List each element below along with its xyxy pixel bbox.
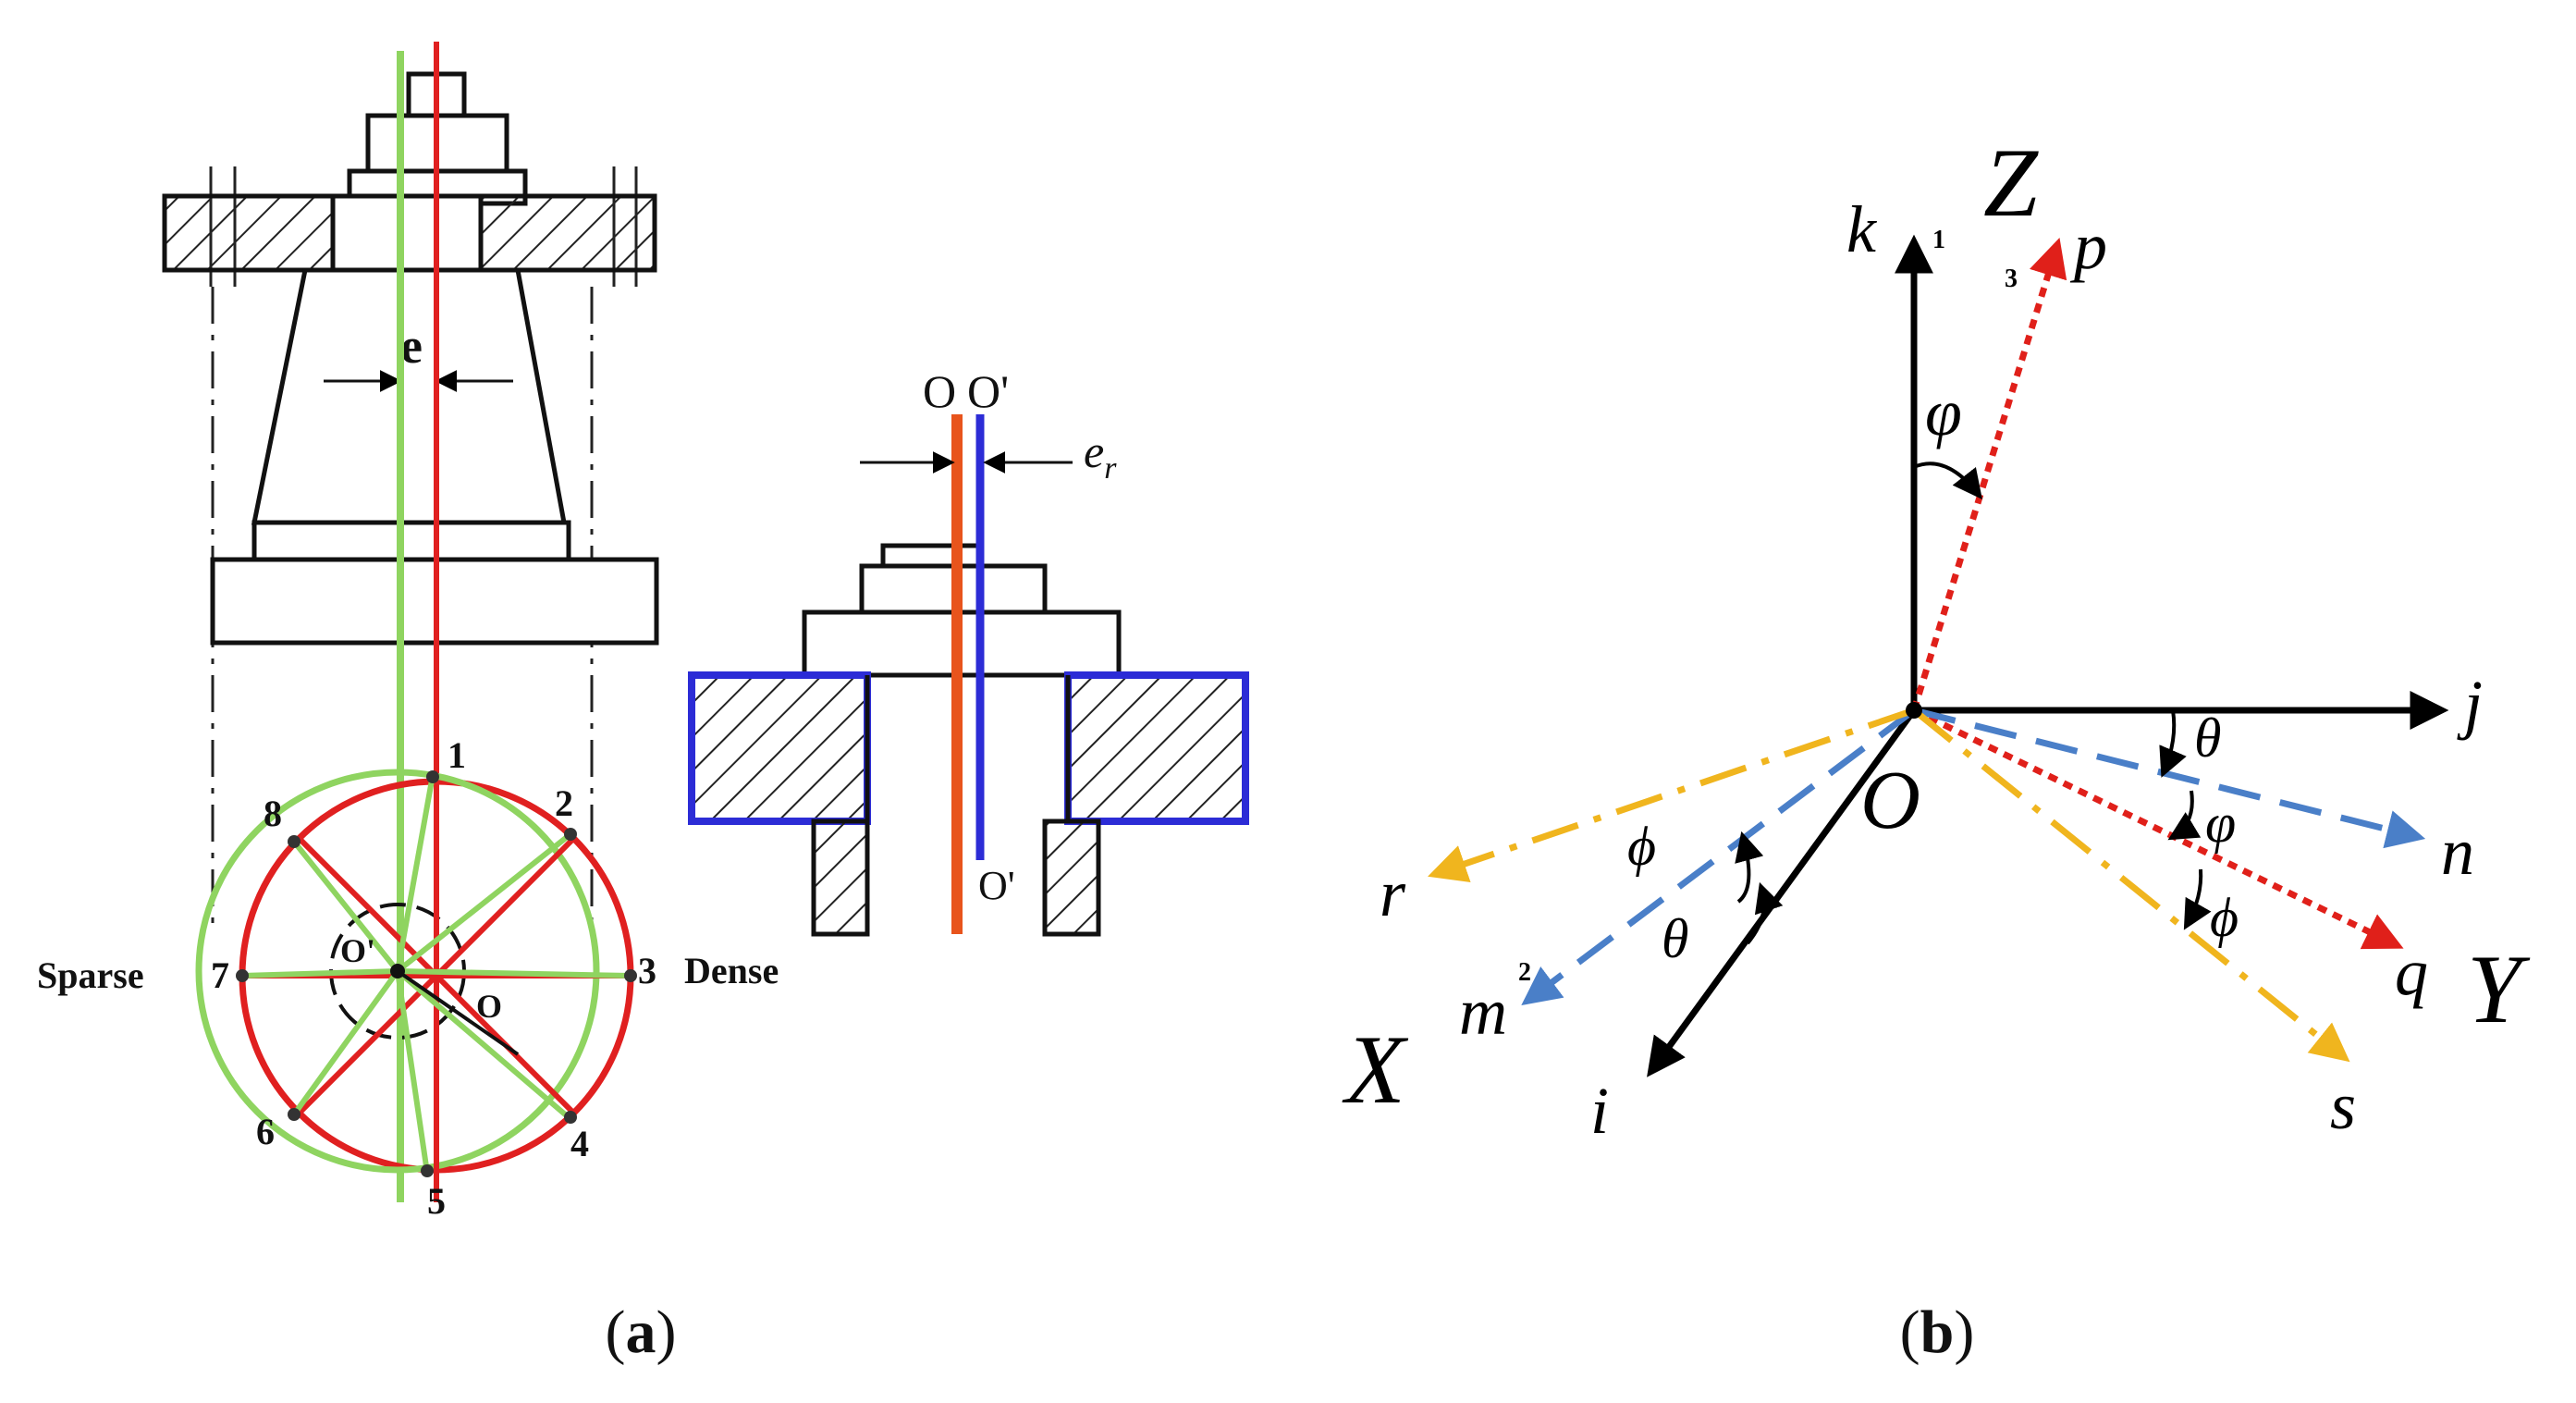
k-label: k (1846, 192, 1878, 266)
axis-o-prime-low-label: O' (978, 863, 1015, 908)
eccentricity-label: e (400, 318, 423, 374)
idx1-label: 1 (1932, 226, 1945, 254)
y-label: Y (2467, 935, 2531, 1043)
s-label: s (2330, 1069, 2356, 1143)
s-axis (1911, 708, 2350, 1063)
center-offset-line (396, 969, 520, 1056)
caption-b: (b) (1900, 1298, 1975, 1366)
theta-right-label: θ (2194, 708, 2221, 769)
o-label: O (1860, 755, 1920, 846)
j-label: j (2457, 667, 2483, 741)
r-label: r (1380, 856, 1406, 930)
point-2: 2 (555, 782, 573, 824)
point-1: 1 (448, 734, 466, 776)
axis-o-prime-label: O' (967, 365, 1009, 417)
green-spokes (241, 774, 632, 1174)
origin-dot (1906, 702, 1922, 719)
red-frame (1910, 237, 2404, 950)
r-axis (1428, 707, 1916, 883)
x-label: X (1342, 1015, 1409, 1124)
theta-left-label: θ (1662, 908, 1688, 969)
er-label: er (1084, 425, 1117, 486)
panel-a: e (37, 42, 1249, 1366)
phi-right-label: ϕ (2210, 887, 2239, 948)
q-label: q (2395, 935, 2428, 1009)
panel-b: Z k 1 3 p φ j O θ φ ϕ n q Y s i r ϕ θ 2 … (1342, 129, 2531, 1366)
point-3: 3 (638, 950, 656, 991)
p-label: p (2069, 209, 2107, 283)
flange (162, 193, 657, 273)
caption-a: (a) (606, 1298, 677, 1366)
bolt-circle-diagram: O' O (195, 769, 637, 1177)
left-blue-block (688, 671, 871, 825)
circle-o-prime-label: O' (340, 932, 375, 969)
point-numbers: 1 2 3 4 5 6 7 8 (211, 734, 656, 1222)
cone-body (210, 267, 659, 646)
point-6: 6 (256, 1111, 275, 1152)
angle-arcs (1735, 462, 2212, 945)
axis-o-label: O (923, 365, 956, 417)
phi-left-label: ϕ (1627, 816, 1656, 877)
point-8: 8 (264, 793, 282, 834)
point-7: 7 (211, 954, 229, 996)
idx3-label: 3 (2005, 265, 2018, 293)
m-label: m (1459, 975, 1507, 1049)
varphi-right-label: φ (2205, 793, 2236, 854)
dense-label: Dense (684, 950, 779, 991)
circle-o-label: O (476, 988, 502, 1025)
i-label: i (1590, 1074, 1609, 1148)
base-axes (1647, 234, 2449, 1077)
point-5: 5 (427, 1180, 446, 1222)
p-axis (1910, 237, 2067, 712)
sparse-label: Sparse (37, 954, 144, 996)
varphi-top-label: φ (1925, 375, 1962, 449)
right-blue-block (1064, 671, 1249, 825)
point-4: 4 (570, 1123, 589, 1164)
n-label: n (2441, 815, 2474, 889)
yellow-frame (1428, 707, 2350, 1063)
bolt-points (236, 770, 637, 1177)
q-axis (1912, 707, 2404, 950)
idx2-label: 2 (1518, 958, 1531, 987)
green-circle (195, 769, 600, 1174)
eccentric-bolt-detail: O O' er O' (688, 365, 1249, 937)
m-axis (1521, 708, 1917, 1006)
z-label: Z (1983, 129, 2039, 237)
